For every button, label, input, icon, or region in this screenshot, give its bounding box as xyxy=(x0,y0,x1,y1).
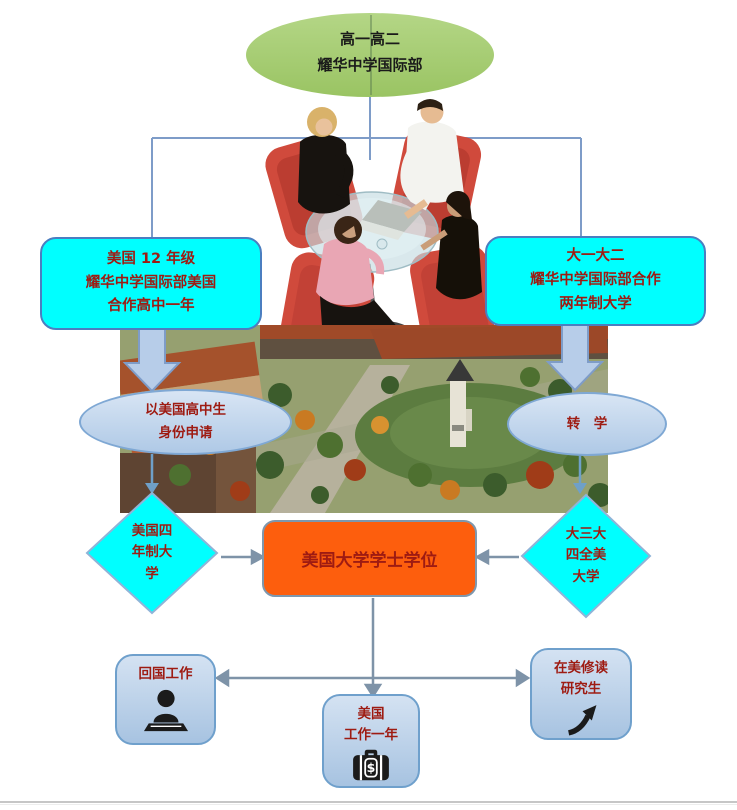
start-node-ellipse: 高一高二 耀华中学国际部 xyxy=(246,13,494,97)
laptop xyxy=(362,200,422,232)
apply-as-us-student-node: 以美国高中生 身份申请 xyxy=(79,389,292,455)
arrows-to-degree-box xyxy=(221,548,519,566)
decision-diamond-right xyxy=(520,493,652,619)
junior-senior-university-label: 大三大 四全美 大学 xyxy=(565,526,607,585)
page-bottom-divider xyxy=(0,801,737,803)
campus-monument xyxy=(466,409,472,431)
campus-building-south xyxy=(120,453,216,513)
thin-arrow-left-head xyxy=(145,483,159,494)
page-bottom-divider-shadow xyxy=(0,804,737,805)
two-year-college-node: 大一大二 耀华中学国际部合作 两年制大学 xyxy=(485,236,706,326)
return-home-node: 回国工作 xyxy=(115,654,216,745)
decision-diamond-left xyxy=(85,491,219,615)
grad-school-node: 在美修读 研究生 xyxy=(530,648,632,740)
us-work-node: 美国 工作一年 $ xyxy=(322,694,420,788)
rising-arrow-icon xyxy=(561,702,601,736)
briefcase-dollar-icon: $ xyxy=(348,748,394,782)
laptop-base xyxy=(356,220,404,240)
block-arrow-right-down xyxy=(545,324,605,392)
bachelor-degree-node: 美国大学学士学位 xyxy=(262,520,477,597)
connector-through-ellipse xyxy=(370,15,372,95)
person-man-white-shirt xyxy=(400,99,464,219)
block-arrow-left-down xyxy=(122,328,182,393)
person-woman-right xyxy=(420,190,482,300)
transfer-node: 转 学 xyxy=(507,392,667,456)
four-year-university-label: 美国四 年制大 学 xyxy=(131,523,173,582)
thin-arrow-right-head xyxy=(573,483,587,494)
svg-text:$: $ xyxy=(367,760,376,775)
us-grade12-node: 美国 12 年级 耀华中学国际部美国 合作高中一年 xyxy=(40,237,262,330)
start-node-label: 高一高二 耀华中学国际部 xyxy=(317,30,423,74)
person-blonde-woman xyxy=(298,107,354,214)
bottom-connectors xyxy=(214,598,531,699)
person-laptop-icon xyxy=(142,687,190,733)
glass-cup xyxy=(376,238,388,250)
